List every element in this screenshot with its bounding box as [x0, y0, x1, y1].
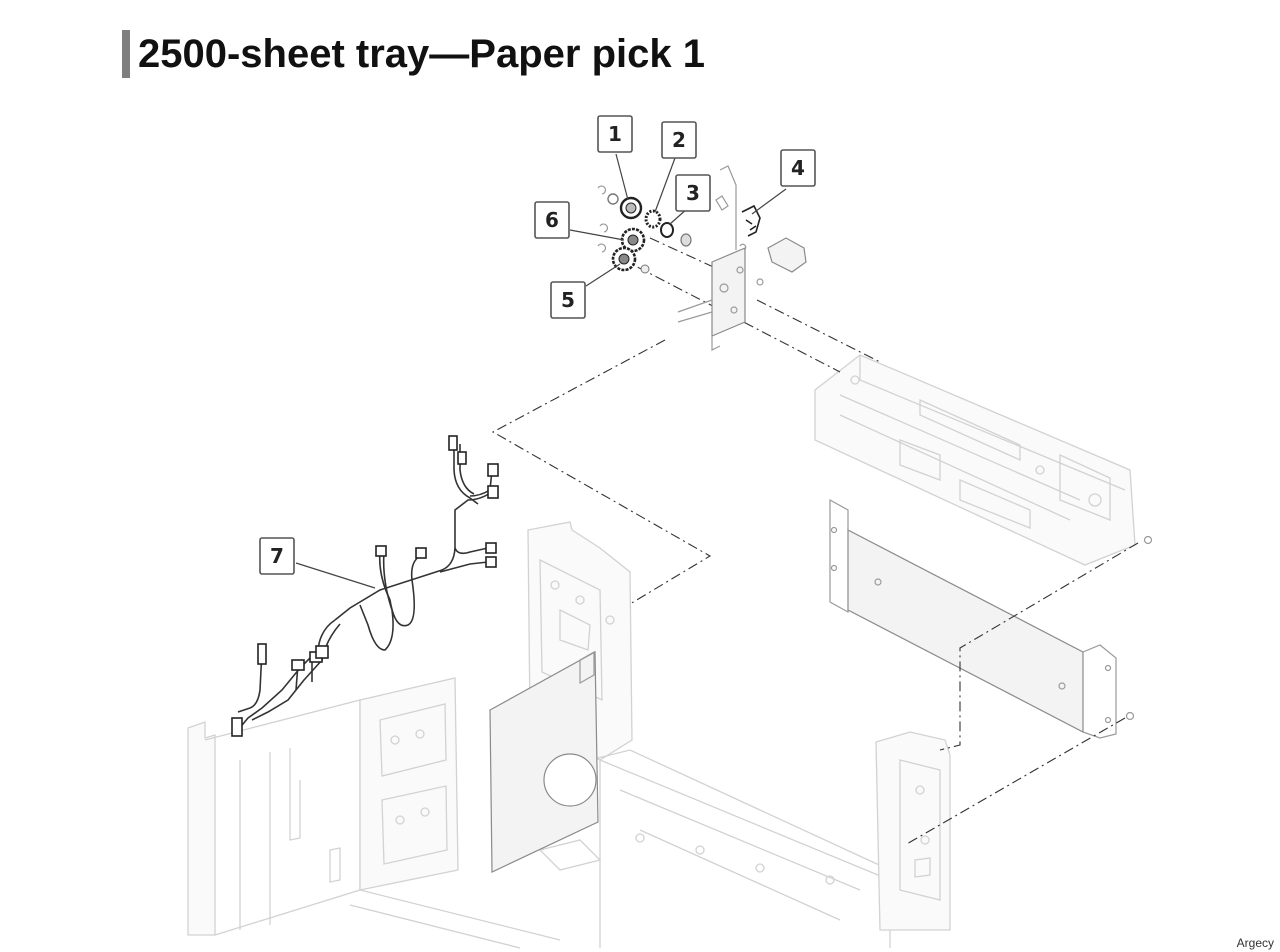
callout-4-label: 4	[791, 156, 805, 180]
callout-5: 5	[550, 281, 586, 319]
gear-part-5	[611, 246, 650, 274]
bushing-part-3	[660, 222, 692, 247]
harness-connectors	[231, 435, 499, 737]
ghost-left-frame	[187, 677, 561, 949]
callout-2-label: 2	[672, 128, 686, 152]
callout-6: 6	[534, 201, 570, 239]
page-title-block: 2500-sheet tray—Paper pick 1	[122, 30, 705, 78]
callout-1-label: 1	[608, 122, 622, 146]
spring-part-2	[644, 209, 662, 229]
callout-2: 2	[661, 121, 697, 159]
callout-5-label: 5	[561, 288, 575, 312]
ghost-feed-assembly	[814, 354, 1136, 566]
gear-part-1	[607, 193, 643, 220]
gear-part-6	[620, 227, 646, 253]
callout-3-label: 3	[686, 181, 700, 205]
callout-7-label: 7	[270, 544, 284, 568]
access-cover-panel	[489, 650, 599, 873]
title-accent-bar	[122, 30, 130, 78]
sensor-part-4	[715, 195, 807, 273]
pick-drive-assembly	[677, 165, 764, 351]
page-title: 2500-sheet tray—Paper pick 1	[138, 32, 705, 76]
callout-7: 7	[259, 537, 295, 575]
mounting-plate-right	[829, 498, 1153, 739]
ghost-right-pillar	[875, 731, 951, 931]
small-clips	[597, 185, 747, 253]
callout-4: 4	[780, 149, 816, 187]
callout-1: 1	[597, 115, 633, 153]
callout-3: 3	[675, 174, 711, 212]
callout-6-label: 6	[545, 208, 559, 232]
watermark-text: Argecy	[1236, 936, 1274, 950]
